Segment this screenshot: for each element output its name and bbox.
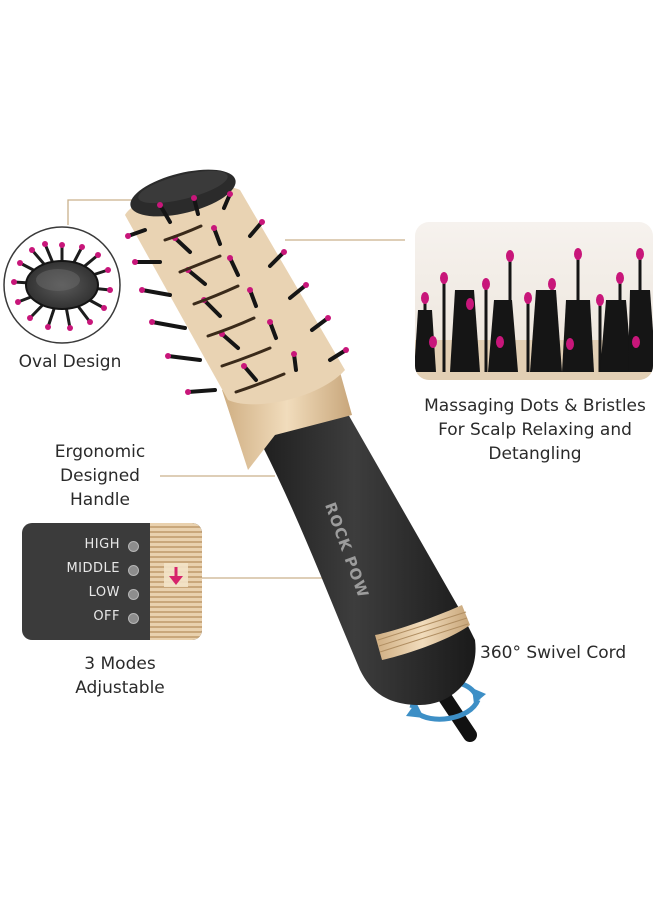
caption-handle-line-3: Handle — [70, 490, 130, 510]
mode-label-off: OFF — [93, 609, 120, 624]
caption-swivel-text: 360° Swivel Cord — [480, 643, 627, 663]
caption-modes-line-2: Adjustable — [75, 678, 165, 698]
caption-massaging-line-2: For Scalp Relaxing and — [438, 420, 632, 440]
caption-massaging-line-1: Massaging Dots & Bristles — [424, 396, 646, 416]
caption-three-modes: 3 Modes Adjustable — [40, 652, 200, 700]
mode-indicator-dot — [128, 565, 139, 576]
caption-oval-design: Oval Design — [0, 350, 140, 374]
mode-indicator-dot — [128, 541, 139, 552]
caption-handle-line-2: Designed — [60, 466, 140, 486]
down-arrow-icon — [164, 563, 188, 587]
oval-design-inset — [3, 226, 121, 344]
mode-indicator-dot — [128, 613, 139, 624]
hair-dryer-brush — [125, 169, 486, 742]
bristles-closeup-photo — [415, 222, 653, 380]
caption-oval-design-text: Oval Design — [18, 352, 122, 372]
caption-massaging-dots: Massaging Dots & Bristles For Scalp Rela… — [410, 394, 660, 466]
caption-handle-line-1: Ergonomic — [54, 442, 146, 462]
caption-massaging-line-3: Detangling — [488, 444, 582, 464]
mode-indicator-dot — [128, 589, 139, 600]
caption-ergonomic-handle: Ergonomic Designed Handle — [30, 440, 170, 512]
mode-label-low: LOW — [88, 585, 120, 600]
mode-label-middle: MIDDLE — [66, 561, 120, 576]
mode-slider-switch — [150, 523, 202, 640]
mode-label-high: HIGH — [84, 537, 120, 552]
mode-switch-closeup: HIGH MIDDLE LOW OFF — [22, 523, 202, 640]
caption-swivel-cord: 360° Swivel Cord — [480, 641, 650, 665]
caption-modes-line-1: 3 Modes — [84, 654, 156, 674]
